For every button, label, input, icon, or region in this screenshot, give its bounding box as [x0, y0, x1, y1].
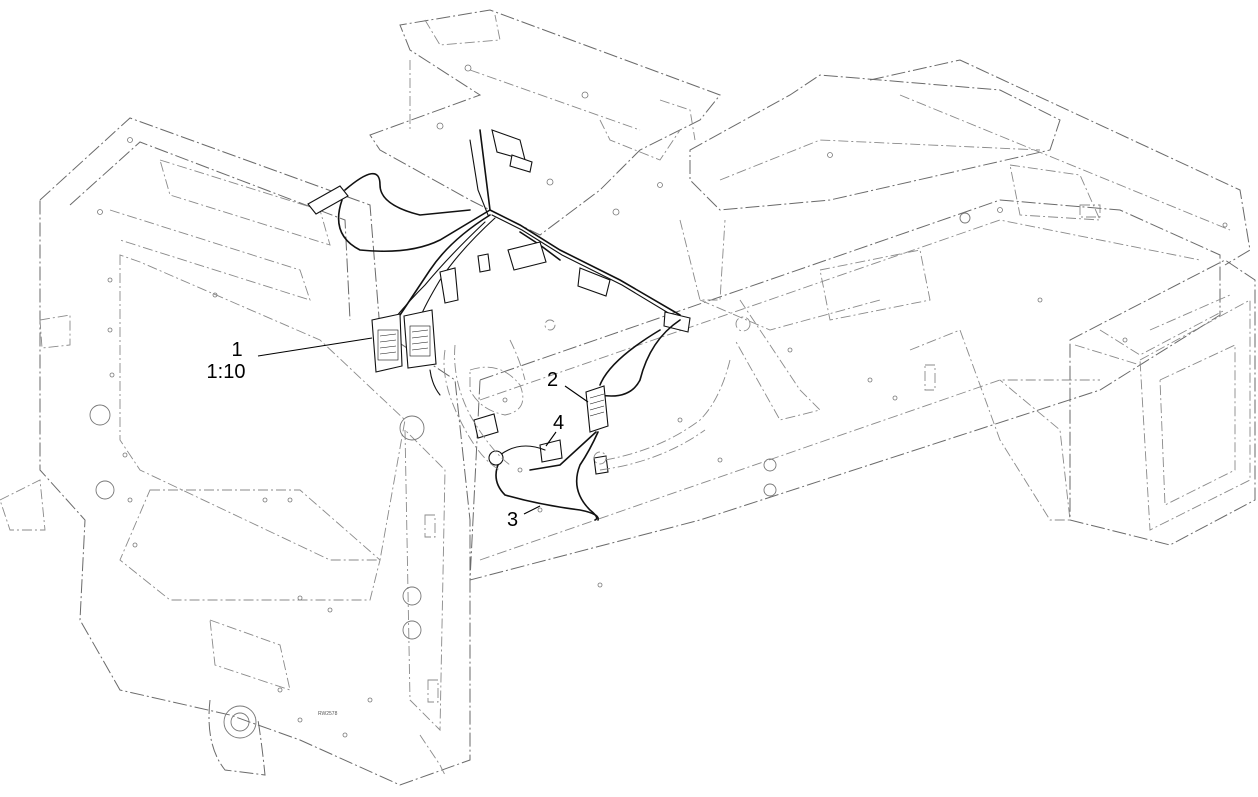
right-cross-member [469, 59, 1251, 581]
callout-1-sublabel: 1:10 [206, 361, 246, 383]
mounting-holes [97, 64, 1228, 738]
callout-3: 3 [507, 509, 519, 531]
leader-line-4 [545, 431, 557, 447]
leader-line-2 [564, 385, 589, 403]
left-frame-plate [0, 117, 471, 786]
callout-2: 2 [547, 369, 559, 391]
callout-1-label: 1 [231, 339, 243, 361]
callout-1-scale: 1:10 [202, 362, 250, 382]
leader-line-3 [523, 505, 541, 515]
upper-center-plate [369, 9, 721, 236]
right-end-box [1069, 259, 1256, 546]
callout-1: 1 [222, 340, 252, 360]
leader-line-1 [257, 337, 373, 357]
connector-group-1 [371, 309, 437, 373]
wiring-harness [307, 129, 751, 521]
callout-4: 4 [553, 412, 565, 434]
drawing-reference: RW2578 [318, 711, 338, 717]
leader-lines [257, 337, 589, 515]
